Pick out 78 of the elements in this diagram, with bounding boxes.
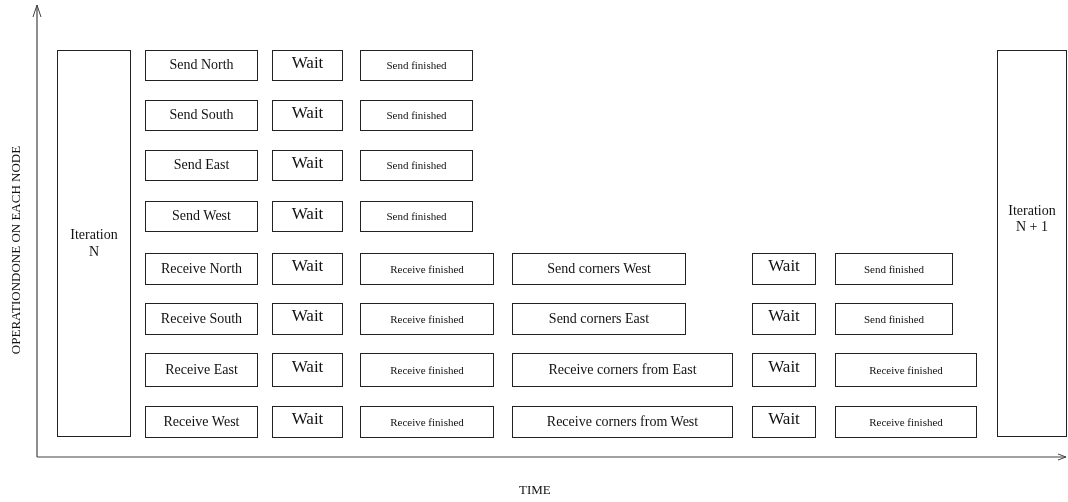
box-label: Wait xyxy=(291,152,324,173)
box-label: Send finished xyxy=(386,210,447,223)
process-box xyxy=(145,406,258,438)
box-label: Wait xyxy=(291,256,324,276)
box-label: Send West xyxy=(172,208,231,225)
process-box xyxy=(145,201,258,232)
box-label: Wait xyxy=(291,357,324,377)
box-label: Receive East xyxy=(165,361,238,379)
box-label: Send North xyxy=(169,57,234,74)
process-box xyxy=(272,201,343,232)
process-box xyxy=(752,253,816,285)
box-label: Send corners West xyxy=(547,260,651,278)
box-label: Wait xyxy=(291,52,324,73)
process-box xyxy=(835,253,953,285)
box-label: Wait xyxy=(768,409,800,429)
box-label: Send finished xyxy=(386,109,447,122)
box-label: Send finished xyxy=(386,159,447,172)
process-box xyxy=(997,50,1067,437)
process-box xyxy=(145,150,258,181)
box-label: Wait xyxy=(291,409,324,429)
process-box xyxy=(835,406,977,438)
box-label: Receive finished xyxy=(869,363,943,377)
box-label: Wait xyxy=(768,256,800,276)
process-box xyxy=(512,303,686,335)
process-box xyxy=(145,100,258,131)
box-label: Send finished xyxy=(863,312,925,326)
box-label: Send finished xyxy=(863,262,925,276)
box-label: Send East xyxy=(173,157,230,174)
box-label: Wait xyxy=(291,203,324,224)
box-label: Wait xyxy=(768,306,800,326)
process-box xyxy=(272,406,343,438)
box-label: Receive West xyxy=(163,413,240,431)
box-label: Send South xyxy=(169,107,234,124)
process-box xyxy=(835,353,977,387)
box-label: Receive finished xyxy=(390,262,464,276)
box-label: Iteration N + 1 xyxy=(1007,203,1057,236)
process-box xyxy=(272,100,343,131)
box-label: Receive South xyxy=(160,310,243,328)
process-box xyxy=(360,100,473,131)
box-label: Wait xyxy=(768,357,800,377)
process-box xyxy=(512,353,733,387)
box-label: Receive finished xyxy=(869,415,943,429)
process-box xyxy=(360,406,494,438)
box-label: Receive North xyxy=(160,260,243,278)
process-box xyxy=(272,150,343,181)
process-box xyxy=(57,50,131,437)
box-label: Receive finished xyxy=(390,312,464,326)
process-box xyxy=(360,353,494,387)
process-box xyxy=(272,253,343,285)
box-label: Receive finished xyxy=(390,415,464,429)
process-box xyxy=(360,253,494,285)
box-label: Wait xyxy=(291,102,324,123)
process-box xyxy=(272,353,343,387)
process-box xyxy=(360,201,473,232)
process-box xyxy=(145,253,258,285)
process-box xyxy=(360,50,473,81)
process-box xyxy=(272,50,343,81)
box-label: Send finished xyxy=(386,59,447,72)
box-label: Receive finished xyxy=(390,363,464,377)
process-box xyxy=(835,303,953,335)
process-box xyxy=(512,406,733,438)
vertical-axis-label: OPERATIONDONE ON EACH NODE xyxy=(8,145,25,355)
process-box xyxy=(145,50,258,81)
process-box xyxy=(512,253,686,285)
process-box xyxy=(360,150,473,181)
box-label: Receive corners from East xyxy=(548,361,697,379)
box-label: Receive corners from West xyxy=(546,413,699,431)
process-box xyxy=(272,303,343,335)
box-label: Wait xyxy=(291,306,324,326)
process-box xyxy=(752,353,816,387)
box-label: Send corners East xyxy=(548,310,650,328)
process-box xyxy=(145,353,258,387)
horizontal-axis-label: TIME xyxy=(519,482,551,498)
box-label: Iteration N xyxy=(69,227,119,260)
process-box xyxy=(145,303,258,335)
process-box xyxy=(752,303,816,335)
process-box xyxy=(360,303,494,335)
process-box xyxy=(752,406,816,438)
